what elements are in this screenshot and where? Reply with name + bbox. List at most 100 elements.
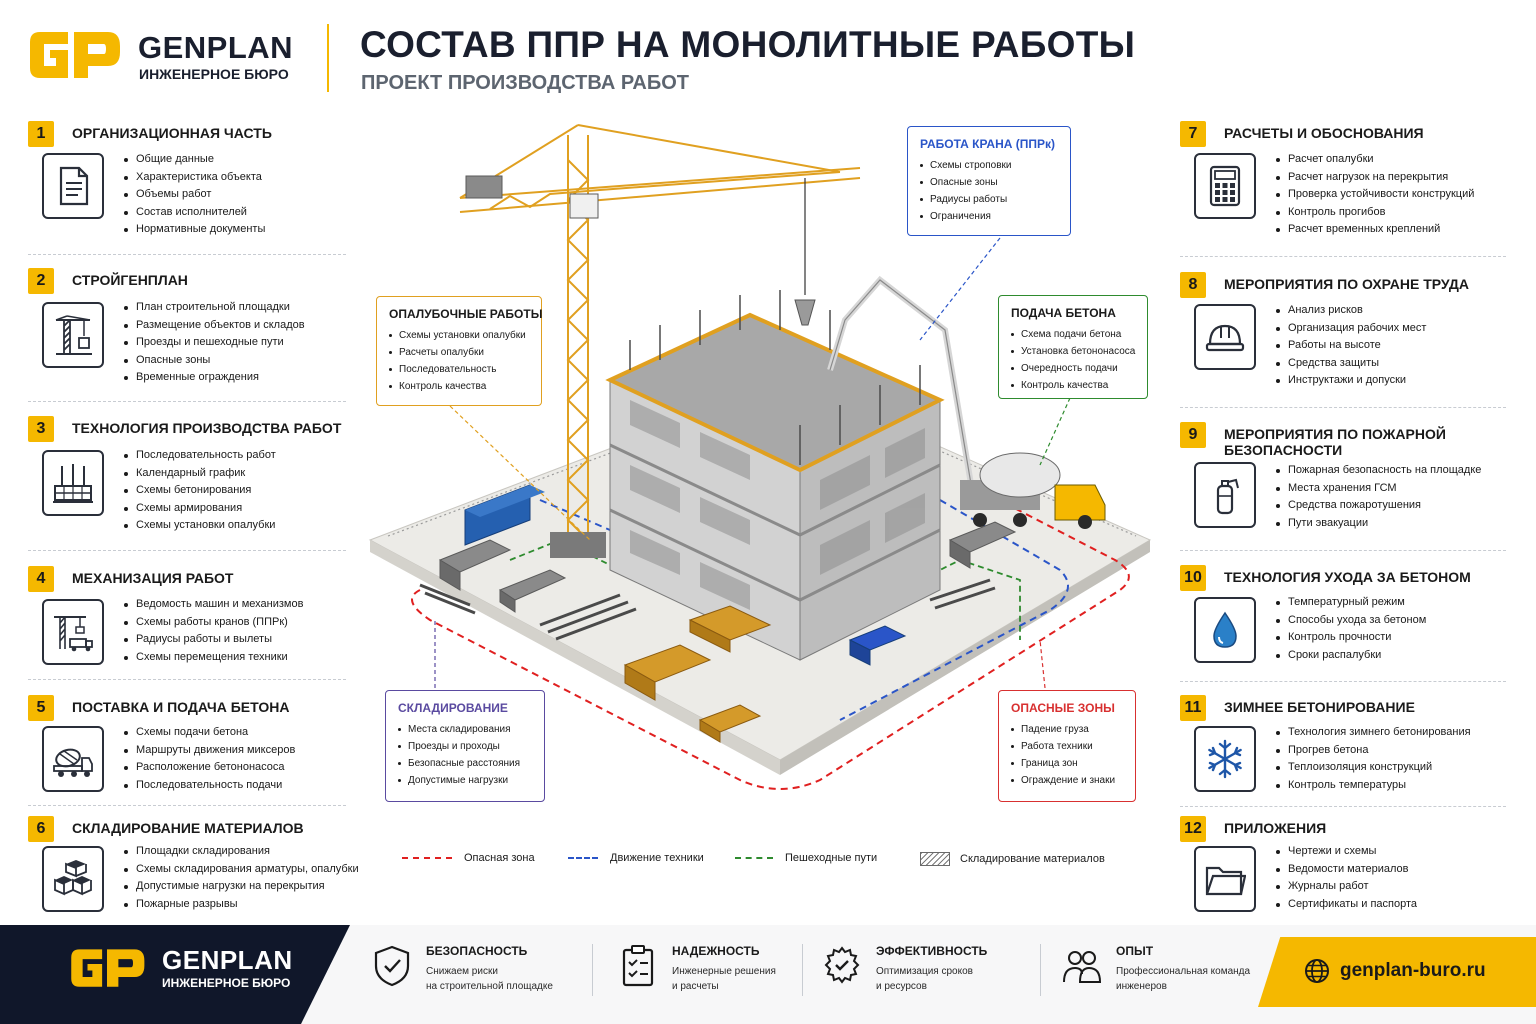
list-item: Маршруты движения миксеров [124, 742, 295, 760]
section-separator [1180, 407, 1506, 408]
section-number: 2 [28, 268, 54, 294]
section-title: СКЛАДИРОВАНИЕ МАТЕРИАЛОВ [72, 820, 304, 836]
boxes-icon [42, 846, 104, 912]
list-item: Ограничения [920, 208, 1058, 225]
section-2: 2 СТРОЙГЕНПЛАН План строительной площадк… [28, 268, 348, 398]
section-separator [1180, 681, 1506, 682]
list-item: Работы на высоте [1276, 337, 1426, 355]
list-item: Контроль прогибов [1276, 204, 1474, 222]
callout-leaders [434, 237, 1071, 689]
section-title: ТЕХНОЛОГИЯ ПРОИЗВОДСТВА РАБОТ [72, 420, 342, 436]
list-item: Временные ограждения [124, 369, 305, 387]
gear-check-icon [824, 946, 860, 984]
list-item: Объемы работ [124, 186, 265, 204]
section-3: 3 ТЕХНОЛОГИЯ ПРОИЗВОДСТВА РАБОТ Последов… [28, 416, 348, 546]
list-item: Средства защиты [1276, 355, 1426, 373]
list-item: Радиусы работы [920, 191, 1058, 208]
list-item: Установка бетононасоса [1011, 343, 1135, 360]
callout-crane: РАБОТА КРАНА (ППРк) Схемы строповки Опас… [907, 126, 1071, 236]
section-items: Анализ рисков Организация рабочих мест Р… [1276, 302, 1426, 390]
feature-separator [1040, 944, 1041, 996]
section-4: 4 МЕХАНИЗАЦИЯ РАБОТ Ведомость машин и ме… [28, 566, 348, 676]
section-title-line1: МЕРОПРИЯТИЯ ПО ПОЖАРНОЙ [1224, 426, 1446, 442]
construction-site-illustration [368, 124, 1152, 790]
team-icon [1063, 951, 1102, 983]
gp-logo-icon [30, 32, 120, 78]
list-item: Последовательность [389, 361, 529, 378]
list-item: Схемы работы кранов (ППРк) [124, 614, 303, 632]
list-item: Контроль прочности [1276, 629, 1426, 647]
section-number: 1 [28, 121, 54, 147]
list-item: Размещение объектов и складов [124, 317, 305, 335]
website-panel[interactable] [1258, 937, 1536, 1007]
list-item: Места складирования [398, 721, 532, 738]
callout-concrete: ПОДАЧА БЕТОНА Схема подачи бетона Устано… [998, 295, 1148, 399]
list-item: Пожарные разрывы [124, 896, 359, 914]
section-5: 5 ПОСТАВКА И ПОДАЧА БЕТОНА Схемы подачи … [28, 695, 348, 805]
section-items: Пожарная безопасность на площадке Места … [1276, 462, 1481, 532]
section-number: 9 [1180, 422, 1206, 448]
list-item: Места хранения ГСМ [1276, 480, 1481, 498]
list-item: План строительной площадки [124, 299, 305, 317]
list-item: Допустимые нагрузки на перекрытия [124, 878, 359, 896]
website-link[interactable]: genplan-buro.ru [1340, 960, 1486, 981]
legend-danger-zone: Опасная зона [402, 852, 535, 864]
list-item: Календарный график [124, 465, 276, 483]
section-items: Схемы подачи бетона Маршруты движения ми… [124, 724, 295, 794]
list-item: Безопасные расстояния [398, 755, 532, 772]
list-item: Расчеты опалубки [389, 344, 529, 361]
section-11: 11 ЗИМНЕЕ БЕТОНИРОВАНИЕ Технология зимне… [1180, 695, 1500, 805]
legend-label: Движение техники [610, 852, 704, 864]
section-number: 3 [28, 416, 54, 442]
hard-hat-icon [1194, 304, 1256, 370]
callout-title: ОПАСНЫЕ ЗОНЫ [1011, 701, 1115, 715]
section-separator [28, 679, 346, 680]
legend-label: Складирование материалов [960, 853, 1105, 865]
list-item: Схемы перемещения техники [124, 649, 303, 667]
list-item: Последовательность работ [124, 447, 276, 465]
list-item: Ведомость машин и механизмов [124, 596, 303, 614]
section-12: 12 ПРИЛОЖЕНИЯ Чертежи и схемы Ведомости … [1180, 816, 1500, 916]
feature-description: Профессиональная команда инженеров [1116, 966, 1251, 992]
list-item: Граница зон [1011, 755, 1123, 772]
list-item: Опасные зоны [124, 352, 305, 370]
globe-icon [1305, 959, 1329, 983]
list-item: Проезды и проходы [398, 738, 532, 755]
section-separator [1180, 256, 1506, 257]
list-item: Работа техники [1011, 738, 1123, 755]
list-item: Инструктажи и допуски [1276, 372, 1426, 390]
list-item: Схемы бетонирования [124, 482, 276, 500]
calculator-icon [1194, 153, 1256, 219]
feature-title: ОПЫТ [1116, 944, 1154, 958]
list-item: Схемы складирования арматуры, опалубки [124, 861, 359, 879]
section-number: 4 [28, 566, 54, 592]
section-7: 7 РАСЧЕТЫ И ОБОСНОВАНИЯ Расчет опалубки … [1180, 121, 1500, 251]
list-item: Контроль качества [1011, 377, 1135, 394]
section-title: МЕХАНИЗАЦИЯ РАБОТ [72, 570, 234, 586]
section-items: План строительной площадки Размещение об… [124, 299, 305, 387]
section-title: ЗИМНЕЕ БЕТОНИРОВАНИЕ [1224, 699, 1415, 715]
list-item: Организация рабочих мест [1276, 320, 1426, 338]
legend-storage: Складирование материалов [920, 852, 1105, 866]
shield-check-icon [374, 945, 410, 987]
section-title: ПРИЛОЖЕНИЯ [1224, 820, 1327, 836]
list-item: Схемы подачи бетона [124, 724, 295, 742]
section-separator [1180, 550, 1506, 551]
legend-line-blue [568, 857, 598, 859]
section-items: Температурный режим Способы ухода за бет… [1276, 594, 1426, 664]
section-title: РАСЧЕТЫ И ОБОСНОВАНИЯ [1224, 125, 1424, 141]
list-item: Чертежи и схемы [1276, 843, 1417, 861]
snowflake-icon [1194, 726, 1256, 792]
list-item: Падение груза [1011, 721, 1123, 738]
rebar-formwork-icon [42, 450, 104, 516]
section-separator [28, 550, 346, 551]
section-title: СТРОЙГЕНПЛАН [72, 272, 188, 288]
section-items: Последовательность работ Календарный гра… [124, 447, 276, 535]
list-item: Расчет нагрузок на перекрытия [1276, 169, 1474, 187]
list-item: Расчет опалубки [1276, 151, 1474, 169]
section-items: Площадки складирования Схемы складирован… [124, 843, 359, 913]
list-item: Контроль качества [389, 378, 529, 395]
list-item: Прогрев бетона [1276, 742, 1471, 760]
list-item: Контроль температуры [1276, 777, 1471, 795]
